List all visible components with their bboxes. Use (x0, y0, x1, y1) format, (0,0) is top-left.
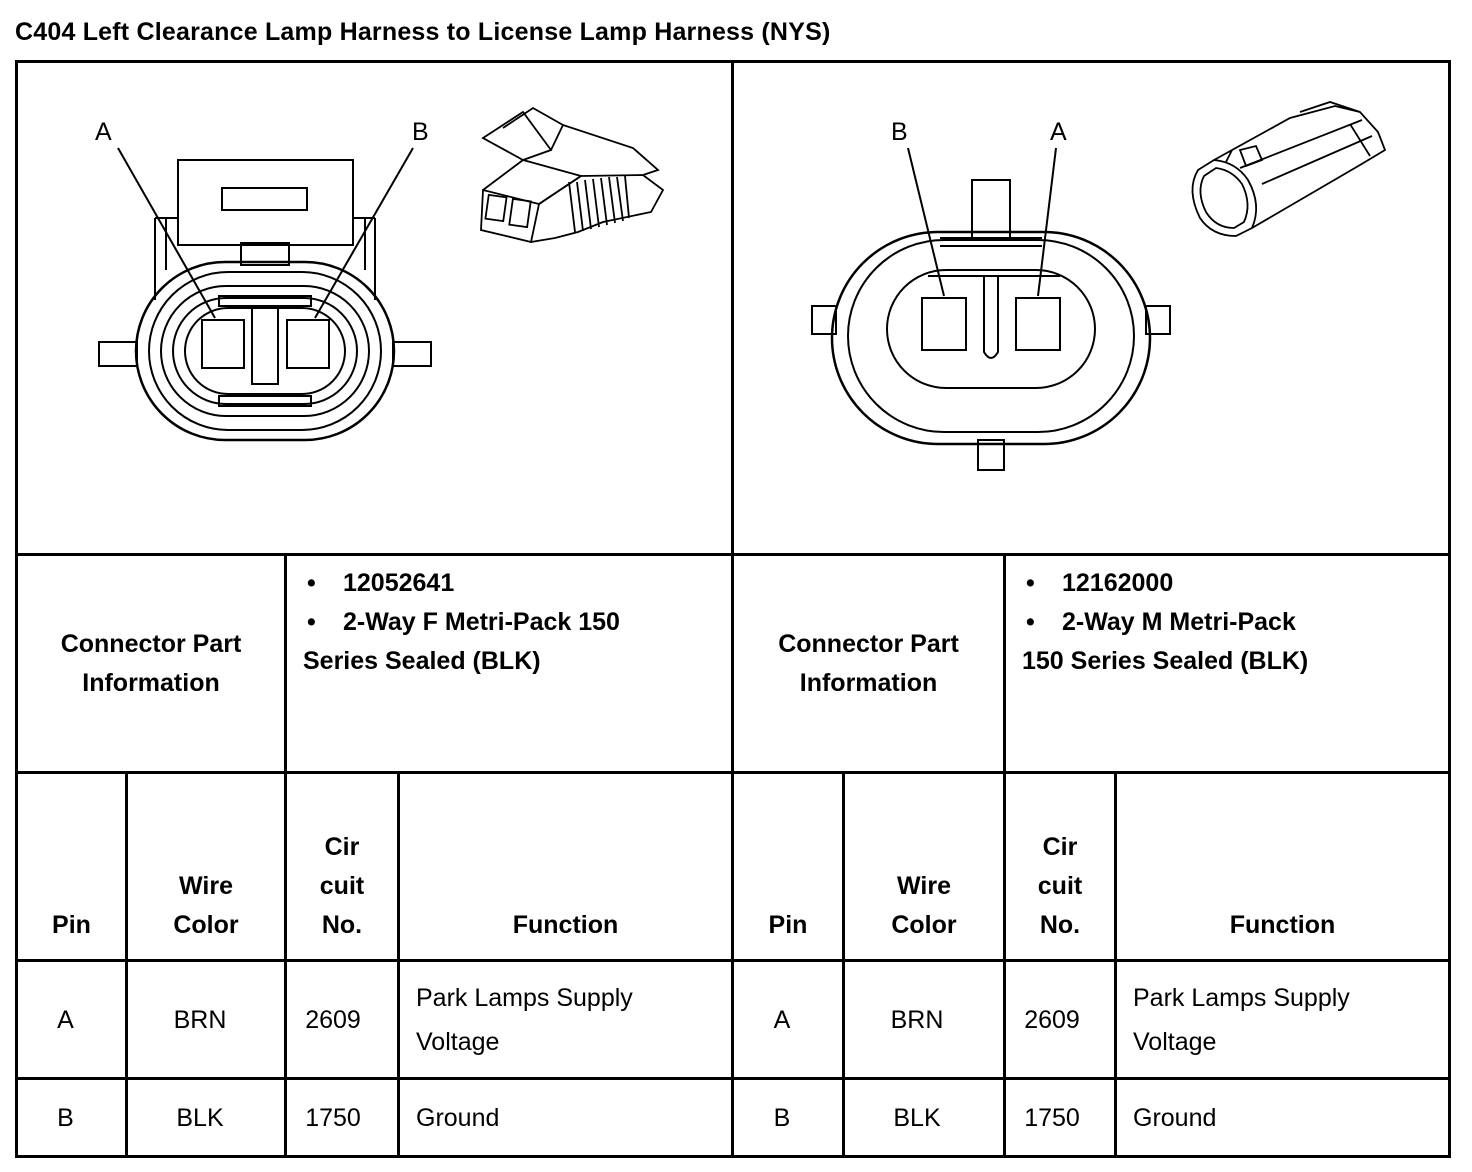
left-row-b-pin: B (57, 1103, 74, 1132)
left-row-b-wire: BLK (176, 1103, 224, 1132)
right-header-wire-color: Wire Color (891, 872, 957, 939)
left-row-a-circuit: 2609 (305, 1005, 361, 1034)
left-header-function: Function (512, 911, 619, 939)
left-row-b-function: Ground (416, 1103, 500, 1132)
right-row-a-circuit: 2609 (1024, 1005, 1080, 1034)
right-part-type-continued: 150 Series Sealed (BLK) (1022, 647, 1309, 675)
row-divider-4 (15, 1077, 1451, 1080)
female-connector-face-diagram (98, 106, 665, 442)
page-title: C404 Left Clearance Lamp Harness to Lice… (15, 18, 831, 46)
right-row-b-function: Ground (1133, 1103, 1217, 1132)
left-connector-part-label: Connector Part Information (60, 629, 242, 697)
col-divider-r1 (842, 771, 845, 1158)
col-divider-l3 (397, 771, 400, 1158)
row-divider-2 (15, 771, 1451, 774)
right-header-circuit-no: Cir cuit No. (1037, 833, 1083, 939)
male-connector-face-diagram (811, 101, 1387, 471)
right-row-b-circuit: 1750 (1024, 1103, 1080, 1132)
right-part-info: • 12162000 • 2-Way M Metri-Pack 150 Series… (1006, 556, 1448, 771)
right-connector-part-label: Connector Part Information (778, 629, 959, 697)
border-left (15, 60, 18, 1158)
left-header-pin: Pin (52, 911, 91, 939)
left-row-a-pin: A (57, 1005, 74, 1034)
left-part-number: 12052641 (343, 569, 455, 597)
right-part-type: 2-Way M Metri-Pack (1062, 608, 1296, 636)
left-part-type: 2-Way F Metri-Pack 150 (343, 608, 620, 636)
left-pin-label-b: B (412, 118, 429, 146)
connector-table: A B (15, 60, 1451, 1158)
right-row-a-pin: A (773, 1005, 791, 1034)
right-row-a-wire: BRN (890, 1005, 944, 1034)
bullet-icon: • (307, 569, 316, 597)
right-pin-label-a: A (1050, 118, 1067, 146)
right-row-b-pin: B (773, 1103, 791, 1132)
left-part-info: • 12052641 • 2-Way F Metri-Pack 150 Series… (287, 556, 731, 771)
right-header-function: Function (1229, 911, 1336, 939)
col-divider-r3 (1114, 771, 1117, 1158)
right-part-number: 12162000 (1062, 569, 1174, 597)
left-header-wire-color: Wire Color (173, 872, 239, 939)
center-divider (731, 60, 734, 1158)
left-pin-label-a: A (95, 118, 112, 146)
right-pin-label-b: B (891, 118, 908, 146)
right-header-pin: Pin (768, 911, 808, 939)
row-divider-3 (15, 959, 1451, 962)
col-divider-r2 (1003, 553, 1006, 1158)
col-divider-l1 (125, 771, 128, 1158)
bullet-icon: • (307, 608, 316, 636)
row-divider-1 (15, 553, 1451, 556)
right-row-b-wire: BLK (893, 1103, 941, 1132)
right-row-a-function: Park Lamps Supply Voltage (1133, 983, 1350, 1056)
left-row-b-circuit: 1750 (305, 1103, 361, 1132)
bullet-icon: • (1026, 569, 1035, 597)
bullet-icon: • (1026, 608, 1035, 636)
left-row-a-function: Park Lamps Supply Voltage (416, 983, 633, 1056)
col-divider-l2 (284, 553, 287, 1158)
left-part-type-continued: Series Sealed (BLK) (303, 647, 541, 675)
border-right (1448, 60, 1451, 1158)
left-header-circuit-no: Cir cuit No. (319, 833, 365, 939)
left-row-a-wire: BRN (173, 1005, 227, 1034)
